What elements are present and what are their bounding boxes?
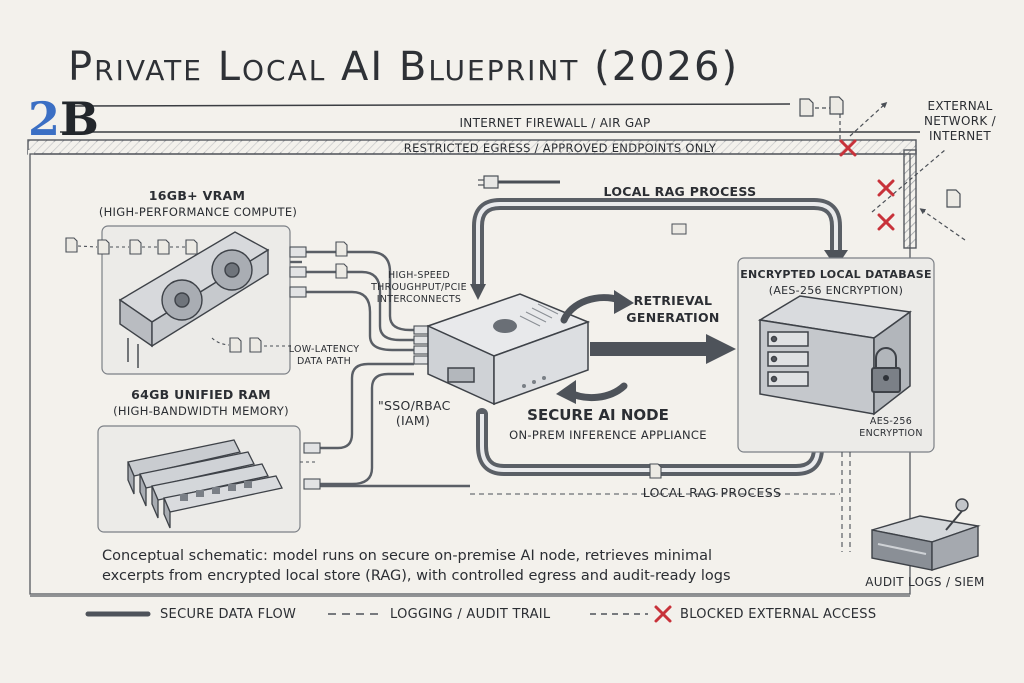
interconnect-label: HIGH-SPEED THROUGHPUT/PCIE INTERCONNECTS	[364, 270, 474, 306]
interconnect-line-1: HIGH-SPEED	[388, 270, 450, 281]
interconnect-line-2: THROUGHPUT/PCIE	[371, 282, 467, 293]
document-icon	[799, 96, 844, 117]
ram-subheading: (HIGH-BANDWIDTH MEMORY)	[113, 404, 289, 418]
latency-label: LOW-LATENCY DATA PATH	[288, 344, 360, 368]
node-subtitle: ON-PREM INFERENCE APPLIANCE	[509, 428, 707, 442]
ram-sticks-icon	[127, 439, 283, 529]
iam-line-2: (IAM)	[395, 413, 431, 428]
legend-blocked-x-icon	[654, 605, 672, 623]
document-icon	[65, 237, 262, 353]
rag-loop-top-inner	[476, 202, 838, 284]
secure-ai-node-icon	[425, 293, 591, 406]
rag-arrowhead	[470, 284, 486, 300]
latency-line-1: LOW-LATENCY	[288, 344, 360, 355]
external-line-3: INTERNET	[928, 129, 992, 143]
external-dash-arrow	[849, 101, 888, 137]
document-icon	[946, 189, 961, 208]
cycle-arrowhead	[556, 380, 576, 404]
external-network-label: EXTERNAL NETWORK / INTERNET	[912, 99, 1008, 144]
legend-logging: LOGGING / AUDIT TRAIL	[390, 607, 551, 622]
caption-line-1: Conceptual schematic: model runs on secu…	[102, 548, 712, 564]
cycle-arrowhead	[614, 290, 634, 314]
legend-blocked: BLOCKED EXTERNAL ACCESS	[680, 607, 877, 622]
retrieval-arrow	[590, 334, 736, 364]
database-title: ENCRYPTED LOCAL DATABASE	[740, 268, 932, 281]
audit-server-icon	[871, 498, 981, 571]
legend-secure-flow: SECURE DATA FLOW	[160, 607, 297, 622]
audit-logs-label: AUDIT LOGS / SIEM	[865, 575, 985, 589]
latency-line-2: DATA PATH	[296, 356, 352, 367]
document-icon	[671, 223, 687, 235]
iam-label: "SSO/RBAC (IAM)	[378, 398, 451, 428]
ram-heading: 64GB UNIFIED RAM	[131, 387, 271, 402]
retrieval-label: RETRIEVAL GENERATION	[618, 292, 728, 326]
db-note-line-2: ENCRYPTION	[859, 428, 923, 439]
iam-line-1: "SSO/RBAC	[378, 398, 451, 413]
document-icon	[649, 463, 662, 479]
cable-connector-icon	[303, 442, 321, 490]
page-title: Private Local AI Blueprint (2026)	[68, 44, 740, 90]
rag-top-label: LOCAL RAG PROCESS	[603, 184, 757, 199]
gpu-heading: 16GB+ VRAM	[148, 188, 246, 203]
database-subtitle: (AES-256 ENCRYPTION)	[768, 284, 904, 297]
brand-logo: 2B	[28, 96, 99, 142]
blocked-x-icon	[839, 139, 895, 231]
retrieval-line-1: RETRIEVAL	[633, 293, 713, 308]
external-line-1: EXTERNAL	[927, 99, 993, 113]
db-note-line-1: AES-256	[869, 416, 913, 427]
pcie-cables	[290, 250, 428, 352]
retrieval-line-2: GENERATION	[626, 310, 720, 325]
caption-line-2: excerpts from encrypted local store (RAG…	[102, 568, 731, 584]
title-underline	[69, 103, 791, 107]
external-line-2: NETWORK /	[924, 114, 996, 128]
lock-icon	[871, 347, 901, 393]
node-title: SECURE AI NODE	[527, 406, 669, 424]
gpu-doc-trail	[77, 245, 230, 346]
database-encryption-note: AES-256 ENCRYPTION	[854, 416, 928, 440]
external-dash-arrow	[919, 208, 966, 241]
interconnect-line-3: INTERCONNECTS	[376, 294, 462, 305]
firewall-label: INTERNET FIREWALL / AIR GAP	[459, 116, 651, 130]
database-server-icon	[757, 295, 912, 416]
logo-part-2: B	[60, 92, 99, 146]
caption: Conceptual schematic: model runs on secu…	[102, 546, 742, 586]
logo-part-1: 2	[28, 92, 61, 146]
external-dash-arrow	[871, 149, 946, 213]
document-icon	[335, 241, 348, 279]
gpu-subheading: (HIGH-PERFORMANCE COMPUTE)	[98, 205, 298, 219]
egress-label: RESTRICTED EGRESS / APPROVED ENDPOINTS O…	[403, 141, 717, 155]
rag-bottom-label: LOCAL RAG PROCESS	[642, 485, 782, 500]
connector-plug-icon	[478, 175, 560, 189]
gpu-card-icon	[118, 231, 270, 368]
ram-cables	[320, 362, 470, 488]
